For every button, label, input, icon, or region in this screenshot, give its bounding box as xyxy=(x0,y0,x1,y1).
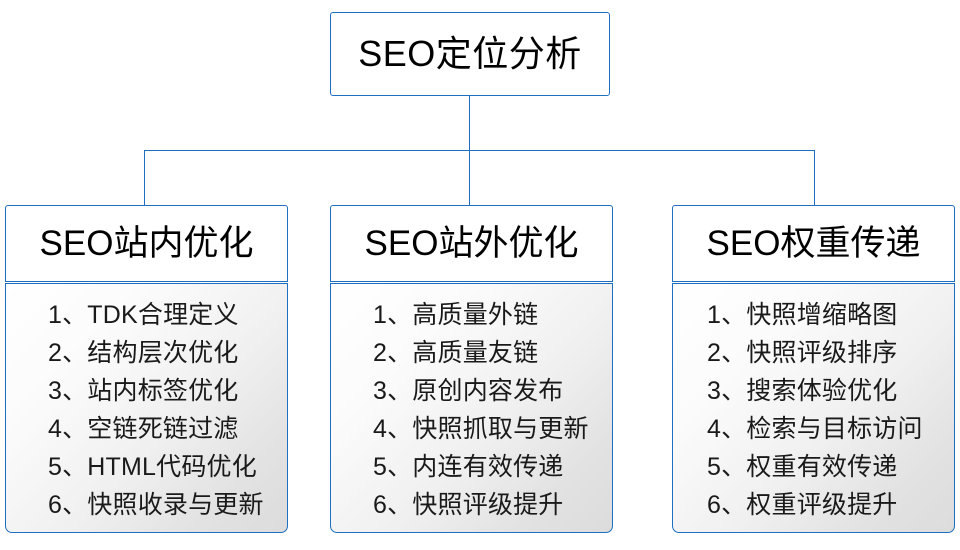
branch-header-1[interactable]: SEO站内优化 xyxy=(5,205,288,282)
connector-branch-3 xyxy=(814,150,816,206)
branch-list-2: 1、高质量外链 2、高质量友链 3、原创内容发布 4、快照抓取与更新 5、内连有… xyxy=(330,283,613,533)
connector-branch-2 xyxy=(469,150,471,206)
list-item: 1、高质量外链 xyxy=(373,301,539,329)
list-item: 5、权重有效传递 xyxy=(707,453,898,481)
list-item: 3、原创内容发布 xyxy=(373,377,564,405)
list-item: 3、站内标签优化 xyxy=(48,377,239,405)
list-item: 5、内连有效传递 xyxy=(373,453,564,481)
list-item: 3、搜索体验优化 xyxy=(707,377,898,405)
branch-header-2[interactable]: SEO站外优化 xyxy=(330,205,613,282)
branch-column-1: SEO站内优化 1、TDK合理定义 2、结构层次优化 3、站内标签优化 4、空链… xyxy=(5,205,288,533)
root-node[interactable]: SEO定位分析 xyxy=(330,12,610,96)
list-item: 2、快照评级排序 xyxy=(707,339,898,367)
list-item: 1、快照增缩略图 xyxy=(707,301,898,329)
branch-header-label-2: SEO站外优化 xyxy=(364,224,579,263)
list-item: 6、快照评级提升 xyxy=(373,491,564,519)
branch-list-1: 1、TDK合理定义 2、结构层次优化 3、站内标签优化 4、空链死链过滤 5、H… xyxy=(5,283,288,533)
list-item: 5、HTML代码优化 xyxy=(48,453,257,481)
list-item: 2、高质量友链 xyxy=(373,339,539,367)
list-item: 2、结构层次优化 xyxy=(48,339,239,367)
list-item: 4、检索与目标访问 xyxy=(707,415,923,443)
branch-column-2: SEO站外优化 1、高质量外链 2、高质量友链 3、原创内容发布 4、快照抓取与… xyxy=(330,205,613,533)
connector-root-stem xyxy=(469,96,471,151)
branch-header-label-3: SEO权重传递 xyxy=(706,224,921,263)
branch-header-3[interactable]: SEO权重传递 xyxy=(672,205,955,282)
list-item: 4、空链死链过滤 xyxy=(48,415,239,443)
connector-horizontal-bus xyxy=(144,150,815,152)
connector-branch-1 xyxy=(144,150,146,206)
list-item: 6、快照收录与更新 xyxy=(48,491,264,519)
list-item: 4、快照抓取与更新 xyxy=(373,415,589,443)
branch-column-3: SEO权重传递 1、快照增缩略图 2、快照评级排序 3、搜索体验优化 4、检索与… xyxy=(672,205,955,533)
branch-header-label-1: SEO站内优化 xyxy=(39,224,254,263)
list-item: 6、权重评级提升 xyxy=(707,491,898,519)
list-item: 1、TDK合理定义 xyxy=(48,301,239,329)
root-node-label: SEO定位分析 xyxy=(358,33,582,74)
branch-list-3: 1、快照增缩略图 2、快照评级排序 3、搜索体验优化 4、检索与目标访问 5、权… xyxy=(672,283,955,533)
